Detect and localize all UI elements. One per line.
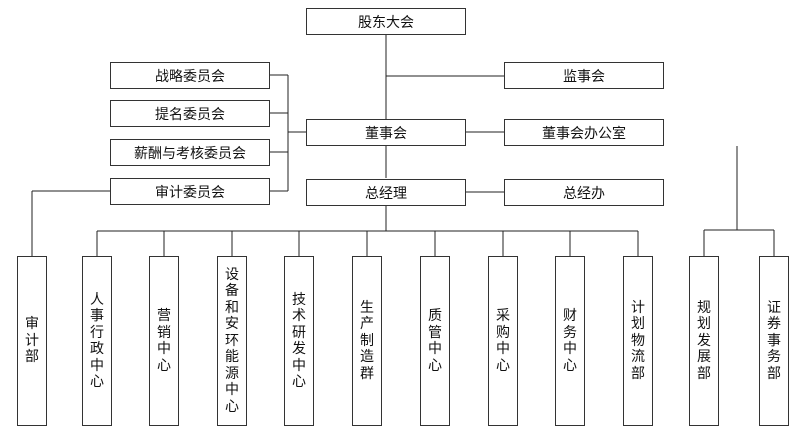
center-box-equipment-safety-energy: 设备和安环能源中心 — [217, 256, 247, 426]
board-of-supervisors-box: 监事会 — [504, 62, 664, 89]
committee-nomination-box: 提名委员会 — [110, 100, 270, 127]
board-dept-box-planning-development: 规划发展部 — [689, 256, 719, 426]
center-box-manufacturing: 生产制造群 — [352, 256, 382, 426]
center-box-procurement: 采购中心 — [488, 256, 518, 426]
center-label: 采购中心 — [496, 308, 510, 374]
committee-compensation-box: 薪酬与考核委员会 — [110, 139, 270, 166]
center-box-quality: 质管中心 — [420, 256, 450, 426]
center-box-planning-logistics: 计划物流部 — [623, 256, 653, 426]
board-of-directors-box: 董事会 — [306, 119, 466, 146]
center-label: 财务中心 — [563, 308, 577, 374]
center-label: 技术研发中心 — [292, 291, 306, 391]
center-box-finance: 财务中心 — [555, 256, 585, 426]
center-label: 设备和安环能源中心 — [225, 266, 239, 415]
center-label: 营销中心 — [157, 308, 171, 374]
gm-office-box: 总经办 — [504, 179, 664, 206]
audit-dept-label: 审计部 — [25, 316, 39, 366]
center-box-marketing: 营销中心 — [149, 256, 179, 426]
center-label: 生产制造群 — [360, 299, 374, 382]
center-label: 人事行政中心 — [90, 291, 104, 391]
board-dept-label: 规划发展部 — [697, 299, 711, 382]
center-label: 质管中心 — [428, 308, 442, 374]
board-office-box: 董事会办公室 — [504, 119, 664, 146]
shareholders-meeting-box: 股东大会 — [306, 8, 466, 35]
audit-dept-box: 审计部 — [17, 256, 47, 426]
center-label: 计划物流部 — [631, 299, 645, 382]
committee-strategy-box: 战略委员会 — [110, 62, 270, 89]
board-dept-box-securities-affairs: 证券事务部 — [759, 256, 789, 426]
center-box-hr-admin: 人事行政中心 — [82, 256, 112, 426]
center-box-rnd: 技术研发中心 — [284, 256, 314, 426]
general-manager-box: 总经理 — [306, 179, 466, 206]
board-dept-label: 证券事务部 — [767, 299, 781, 382]
committee-audit-box: 审计委员会 — [110, 178, 270, 205]
